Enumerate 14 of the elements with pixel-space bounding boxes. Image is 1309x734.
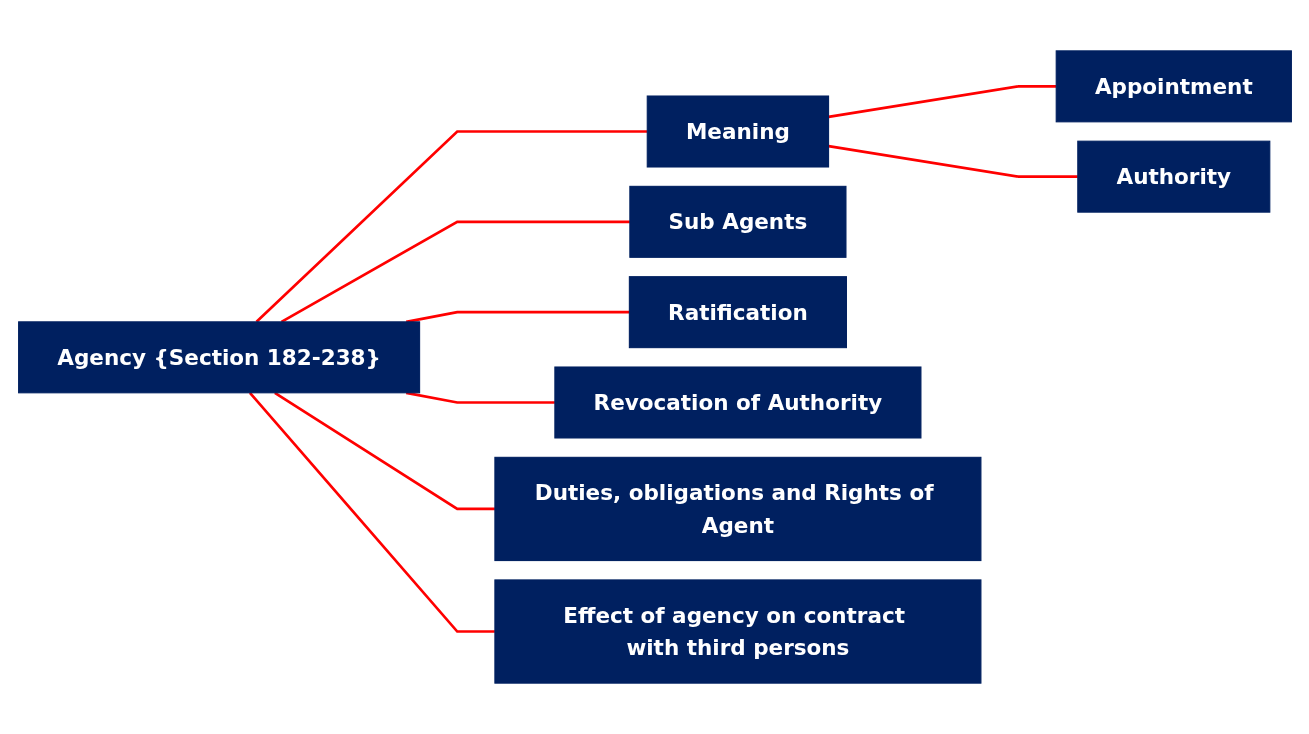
connector	[273, 391, 495, 511]
node-box: Appointment	[1055, 50, 1292, 123]
node-box: Duties, obligations and Rights of Agent	[493, 456, 981, 562]
node-box: Ratification	[628, 276, 847, 349]
connector	[248, 391, 495, 633]
node-box: Revocation of Authority	[553, 366, 921, 439]
node-box: Effect of agency on contract with third persons	[493, 579, 981, 684]
node-box: Meaning	[646, 95, 829, 168]
connector	[405, 391, 555, 404]
node-box: Authority	[1076, 140, 1270, 213]
node-box: Agency {Section 182-238}	[17, 321, 420, 394]
node-box: Sub Agents	[628, 185, 846, 258]
connector	[255, 130, 647, 323]
connector	[280, 220, 630, 323]
